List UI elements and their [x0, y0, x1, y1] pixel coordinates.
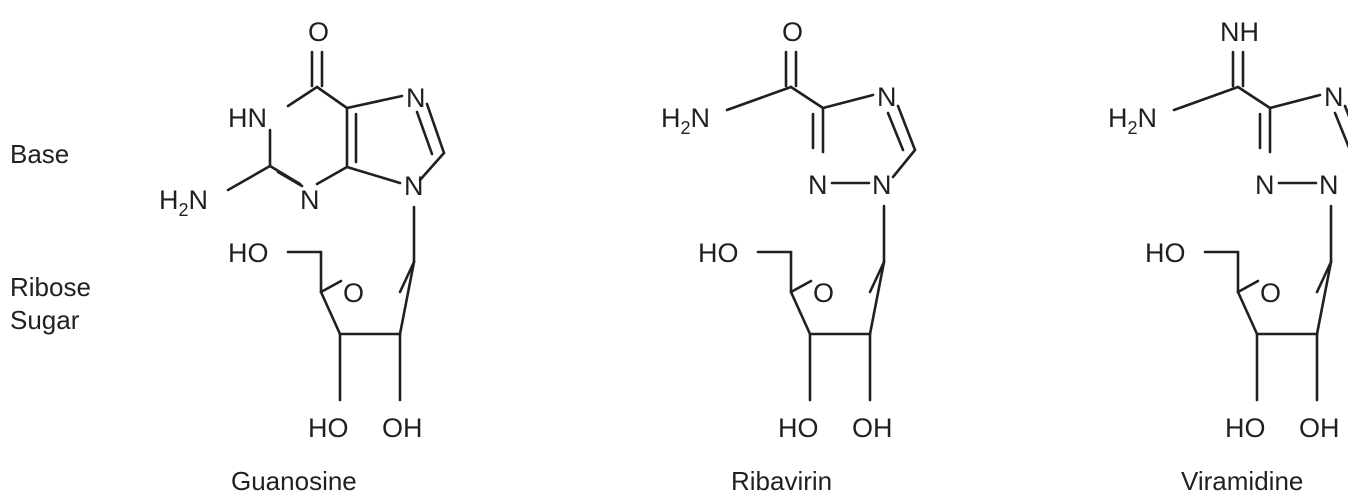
ribavirin-atom-n-right: N [872, 170, 892, 200]
guanosine-atom-oh2: OH [382, 413, 423, 443]
ribavirin-atom-o-ring: O [813, 278, 834, 308]
guanosine-atom-n9: N [404, 171, 424, 201]
guanosine-name: Guanosine [231, 466, 357, 496]
guanosine-atom-hn: HN [228, 103, 267, 133]
guanosine-sugar-bonds [286, 205, 416, 402]
ribavirin-base-bonds [725, 50, 917, 185]
viramidine-atom-n-top: N [1324, 82, 1344, 112]
guanosine-base-bonds [226, 50, 446, 192]
ribavirin-sugar-bonds [756, 204, 886, 402]
guanosine-atom-n3: N [300, 185, 320, 215]
viramidine-sugar-bonds [1203, 204, 1333, 402]
base-label: Base [10, 139, 69, 169]
ribavirin-atom-o-carbonyl: O [782, 17, 803, 47]
guanosine-atom-ho5: HO [228, 238, 269, 268]
guanosine-structure: O HN N N N H2N HO O HO OH Guanosine [159, 17, 446, 496]
guanosine-atom-o-ring: O [343, 278, 364, 308]
ribavirin-atom-n-top: N [877, 82, 897, 112]
ribavirin-atom-n-left: N [808, 170, 828, 200]
sugar-label: Sugar [10, 305, 80, 335]
guanosine-atom-ho3: HO [308, 413, 349, 443]
ribavirin-atom-ho5: HO [698, 238, 739, 268]
viramidine-atom-ho3: HO [1225, 413, 1266, 443]
viramidine-name: Viramidine [1181, 466, 1303, 496]
viramidine-atom-n-right: N [1319, 170, 1339, 200]
ribose-label: Ribose [10, 272, 91, 302]
guanosine-atom-o-carbonyl: O [308, 17, 329, 47]
viramidine-atom-ho5: HO [1145, 238, 1186, 268]
viramidine-structure: NH H2N N N N HO O HO OH Viramidine [1108, 17, 1348, 496]
guanosine-atom-n7: N [406, 83, 426, 113]
ribavirin-structure: O H2N N N N HO O HO OH Ribavirin [661, 17, 917, 496]
ribavirin-name: Ribavirin [731, 466, 832, 496]
viramidine-atom-n-left: N [1255, 170, 1275, 200]
ribavirin-atom-ho3: HO [778, 413, 819, 443]
guanosine-atom-h2n: H2N [159, 185, 208, 220]
ribavirin-atom-h2n: H2N [661, 103, 710, 138]
ribavirin-atom-oh2: OH [852, 413, 893, 443]
viramidine-atom-nh: NH [1220, 17, 1259, 47]
viramidine-atom-oh2: OH [1299, 413, 1340, 443]
viramidine-atom-o-ring: O [1260, 278, 1281, 308]
viramidine-atom-h2n: H2N [1108, 103, 1157, 138]
viramidine-base-bonds [1172, 50, 1348, 185]
